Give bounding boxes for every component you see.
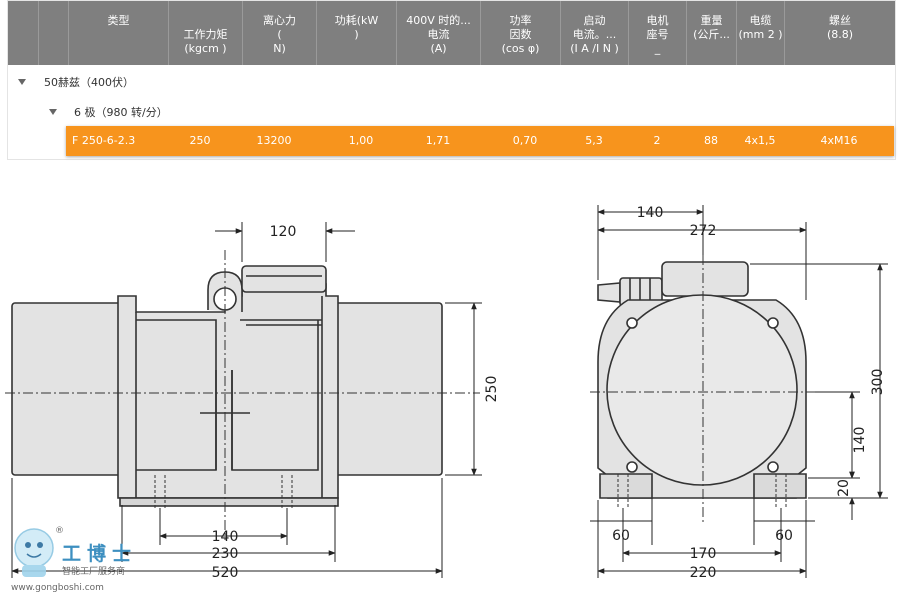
side-view: [11, 265, 443, 507]
front-view: [597, 261, 807, 499]
bolt-top-left: [626, 317, 638, 329]
watermark-url: www.gongboshi.com: [11, 583, 104, 593]
dim-front-bottom-1: 170: [690, 546, 717, 562]
dim-front-right-3: 20: [836, 479, 852, 497]
dim-side-bottom-1: 140: [212, 529, 239, 545]
table-header: 类型 工作力矩 (kgcm ) 离心力 ( N) 功耗(kW ) 400V 时的…: [8, 1, 895, 65]
dim-front-bottom-left: 60: [612, 528, 630, 544]
dim-front-top-1: 140: [637, 205, 664, 221]
watermark-registered: ®: [55, 526, 64, 536]
front-rotor: [606, 294, 798, 486]
dim-side-height: 250: [484, 376, 500, 403]
header-torque[interactable]: 工作力矩 (kgcm ): [168, 1, 242, 65]
watermark-logo: [14, 528, 54, 577]
collapse-group-icon[interactable]: [18, 79, 26, 85]
header-current[interactable]: 400V 时的... 电流 (A): [396, 1, 480, 65]
header-screw[interactable]: 螺丝 (8.8): [784, 1, 895, 65]
front-dimensions: [590, 205, 888, 578]
cell-screw: 4xM16: [820, 134, 858, 147]
side-left-cap: [11, 302, 123, 476]
dim-side-top: 120: [270, 224, 297, 240]
header-motor-frame[interactable]: 电机 座号 _: [628, 1, 686, 65]
cell-cable: 4x1,5: [744, 134, 776, 147]
bolt-bottom-left: [626, 461, 638, 473]
group-label: 50赫兹（400伏）: [44, 76, 134, 89]
header-weight[interactable]: 重量 (公斤...: [686, 1, 736, 65]
cell-power: 1,00: [348, 134, 374, 147]
side-right-cap: [334, 302, 443, 476]
header-power[interactable]: 功耗(kW ): [316, 1, 396, 65]
dim-front-bottom-2: 220: [690, 565, 717, 581]
side-dimensions: [11, 222, 482, 578]
header-type[interactable]: 类型: [68, 1, 168, 65]
header-spacer-col: [38, 1, 68, 65]
cell-torque: 250: [189, 134, 211, 147]
cable-gland: [597, 282, 621, 303]
mascot-icon: [14, 528, 54, 568]
dim-side-bottom-2: 230: [212, 546, 239, 562]
cell-current: 1,71: [425, 134, 451, 147]
cell-force: 13200: [256, 134, 292, 147]
dim-front-right-2: 140: [852, 427, 868, 454]
side-housing: [117, 283, 339, 499]
subgroup-label: 6 极（980 转/分）: [74, 106, 168, 119]
dim-front-top-2: 272: [690, 223, 717, 239]
terminal-box-side: [241, 265, 327, 293]
header-start-current[interactable]: 启动 电流。... (I A /I N ): [560, 1, 628, 65]
bolt-top-right: [767, 317, 779, 329]
cell-weight: 88: [704, 134, 718, 147]
cell-power-factor: 0,70: [512, 134, 538, 147]
cell-type: F 250-6-2.3: [72, 134, 136, 147]
dim-front-right-1: 300: [870, 369, 886, 396]
cell-start-current: 5,3: [585, 134, 603, 147]
header-cable[interactable]: 电缆 (mm 2 ): [736, 1, 784, 65]
table-row-selected[interactable]: F 250-6-2.3 250 13200 1,00 1,71 0,70 5,3…: [66, 126, 894, 156]
watermark-title: 工博士: [62, 542, 137, 565]
cell-motor-frame: 2: [653, 134, 661, 147]
terminal-box-front: [661, 261, 749, 297]
header-power-factor[interactable]: 功率 因数 (cos φ): [480, 1, 560, 65]
bolt-bottom-right: [767, 461, 779, 473]
collapse-subgroup-icon[interactable]: [49, 109, 57, 115]
product-table: 类型 工作力矩 (kgcm ) 离心力 ( N) 功耗(kW ) 400V 时的…: [7, 0, 896, 160]
watermark-subtitle: 智能工厂服务商: [62, 565, 125, 577]
dim-side-bottom-3: 520: [212, 565, 239, 581]
header-force[interactable]: 离心力 ( N): [242, 1, 316, 65]
dim-front-bottom-right: 60: [775, 528, 793, 544]
